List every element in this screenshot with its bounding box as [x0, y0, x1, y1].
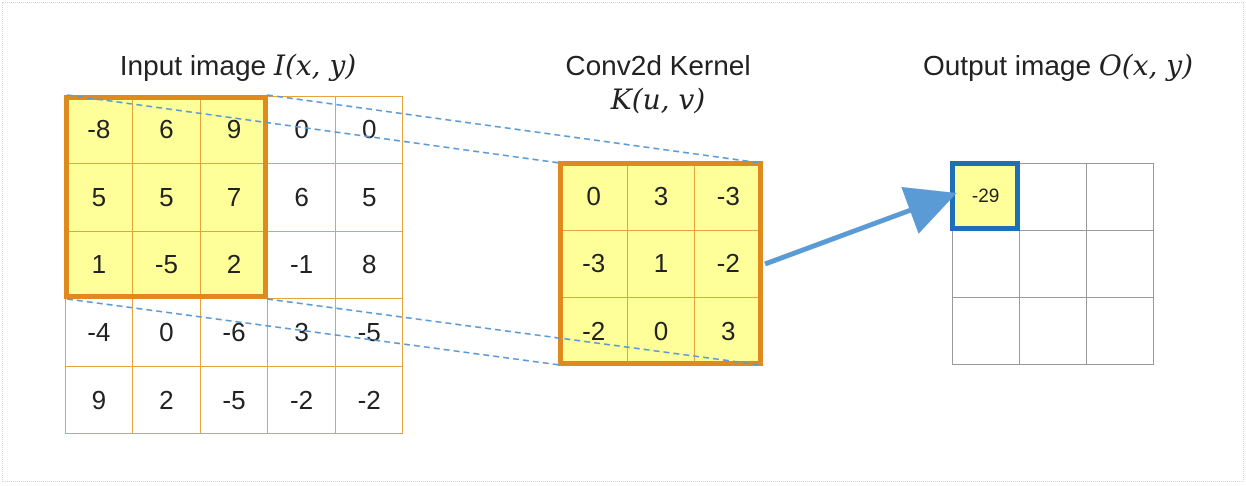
output-cell-result: -29: [951, 162, 1020, 231]
guide-line-bottom-right: [266, 298, 762, 366]
connector-overlay: [66, 94, 957, 366]
input-cell: -5: [132, 230, 201, 300]
input-cell: 5: [64, 163, 134, 232]
result-arrow: [764, 186, 957, 267]
output-cell: [1086, 297, 1155, 366]
input-cell: 6: [132, 95, 201, 165]
output-title-math: O(x, y): [1098, 49, 1194, 82]
kernel-title: Conv2d Kernel K(u, v): [523, 49, 793, 117]
guide-line-top-left: [66, 94, 561, 164]
input-image-title: Input image I(x, y): [93, 49, 383, 83]
output-title-text: Output image: [922, 50, 1099, 81]
kernel-title-text: Conv2d Kernel: [565, 50, 751, 81]
guide-line-bottom-left: [66, 298, 561, 366]
input-cell: -2: [334, 365, 404, 435]
input-title-text: Input image: [119, 50, 274, 81]
input-matrix: -8 6 9 0 0 5 5 7 6 5 1 -5 2 -1 8 -4 0 -6…: [64, 95, 404, 435]
kernel-matrix: 0 3 -3 -3 1 -2 -2 0 3: [559, 162, 763, 366]
input-title-math: I(x, y): [273, 49, 357, 82]
kernel-title-math: K(u, v): [610, 83, 706, 116]
input-cell: 7: [199, 163, 269, 232]
guide-line-top-right: [266, 94, 762, 164]
input-cell: 2: [199, 230, 269, 300]
output-image-title: Output image O(x, y): [883, 49, 1233, 83]
input-cell: 5: [132, 163, 201, 232]
